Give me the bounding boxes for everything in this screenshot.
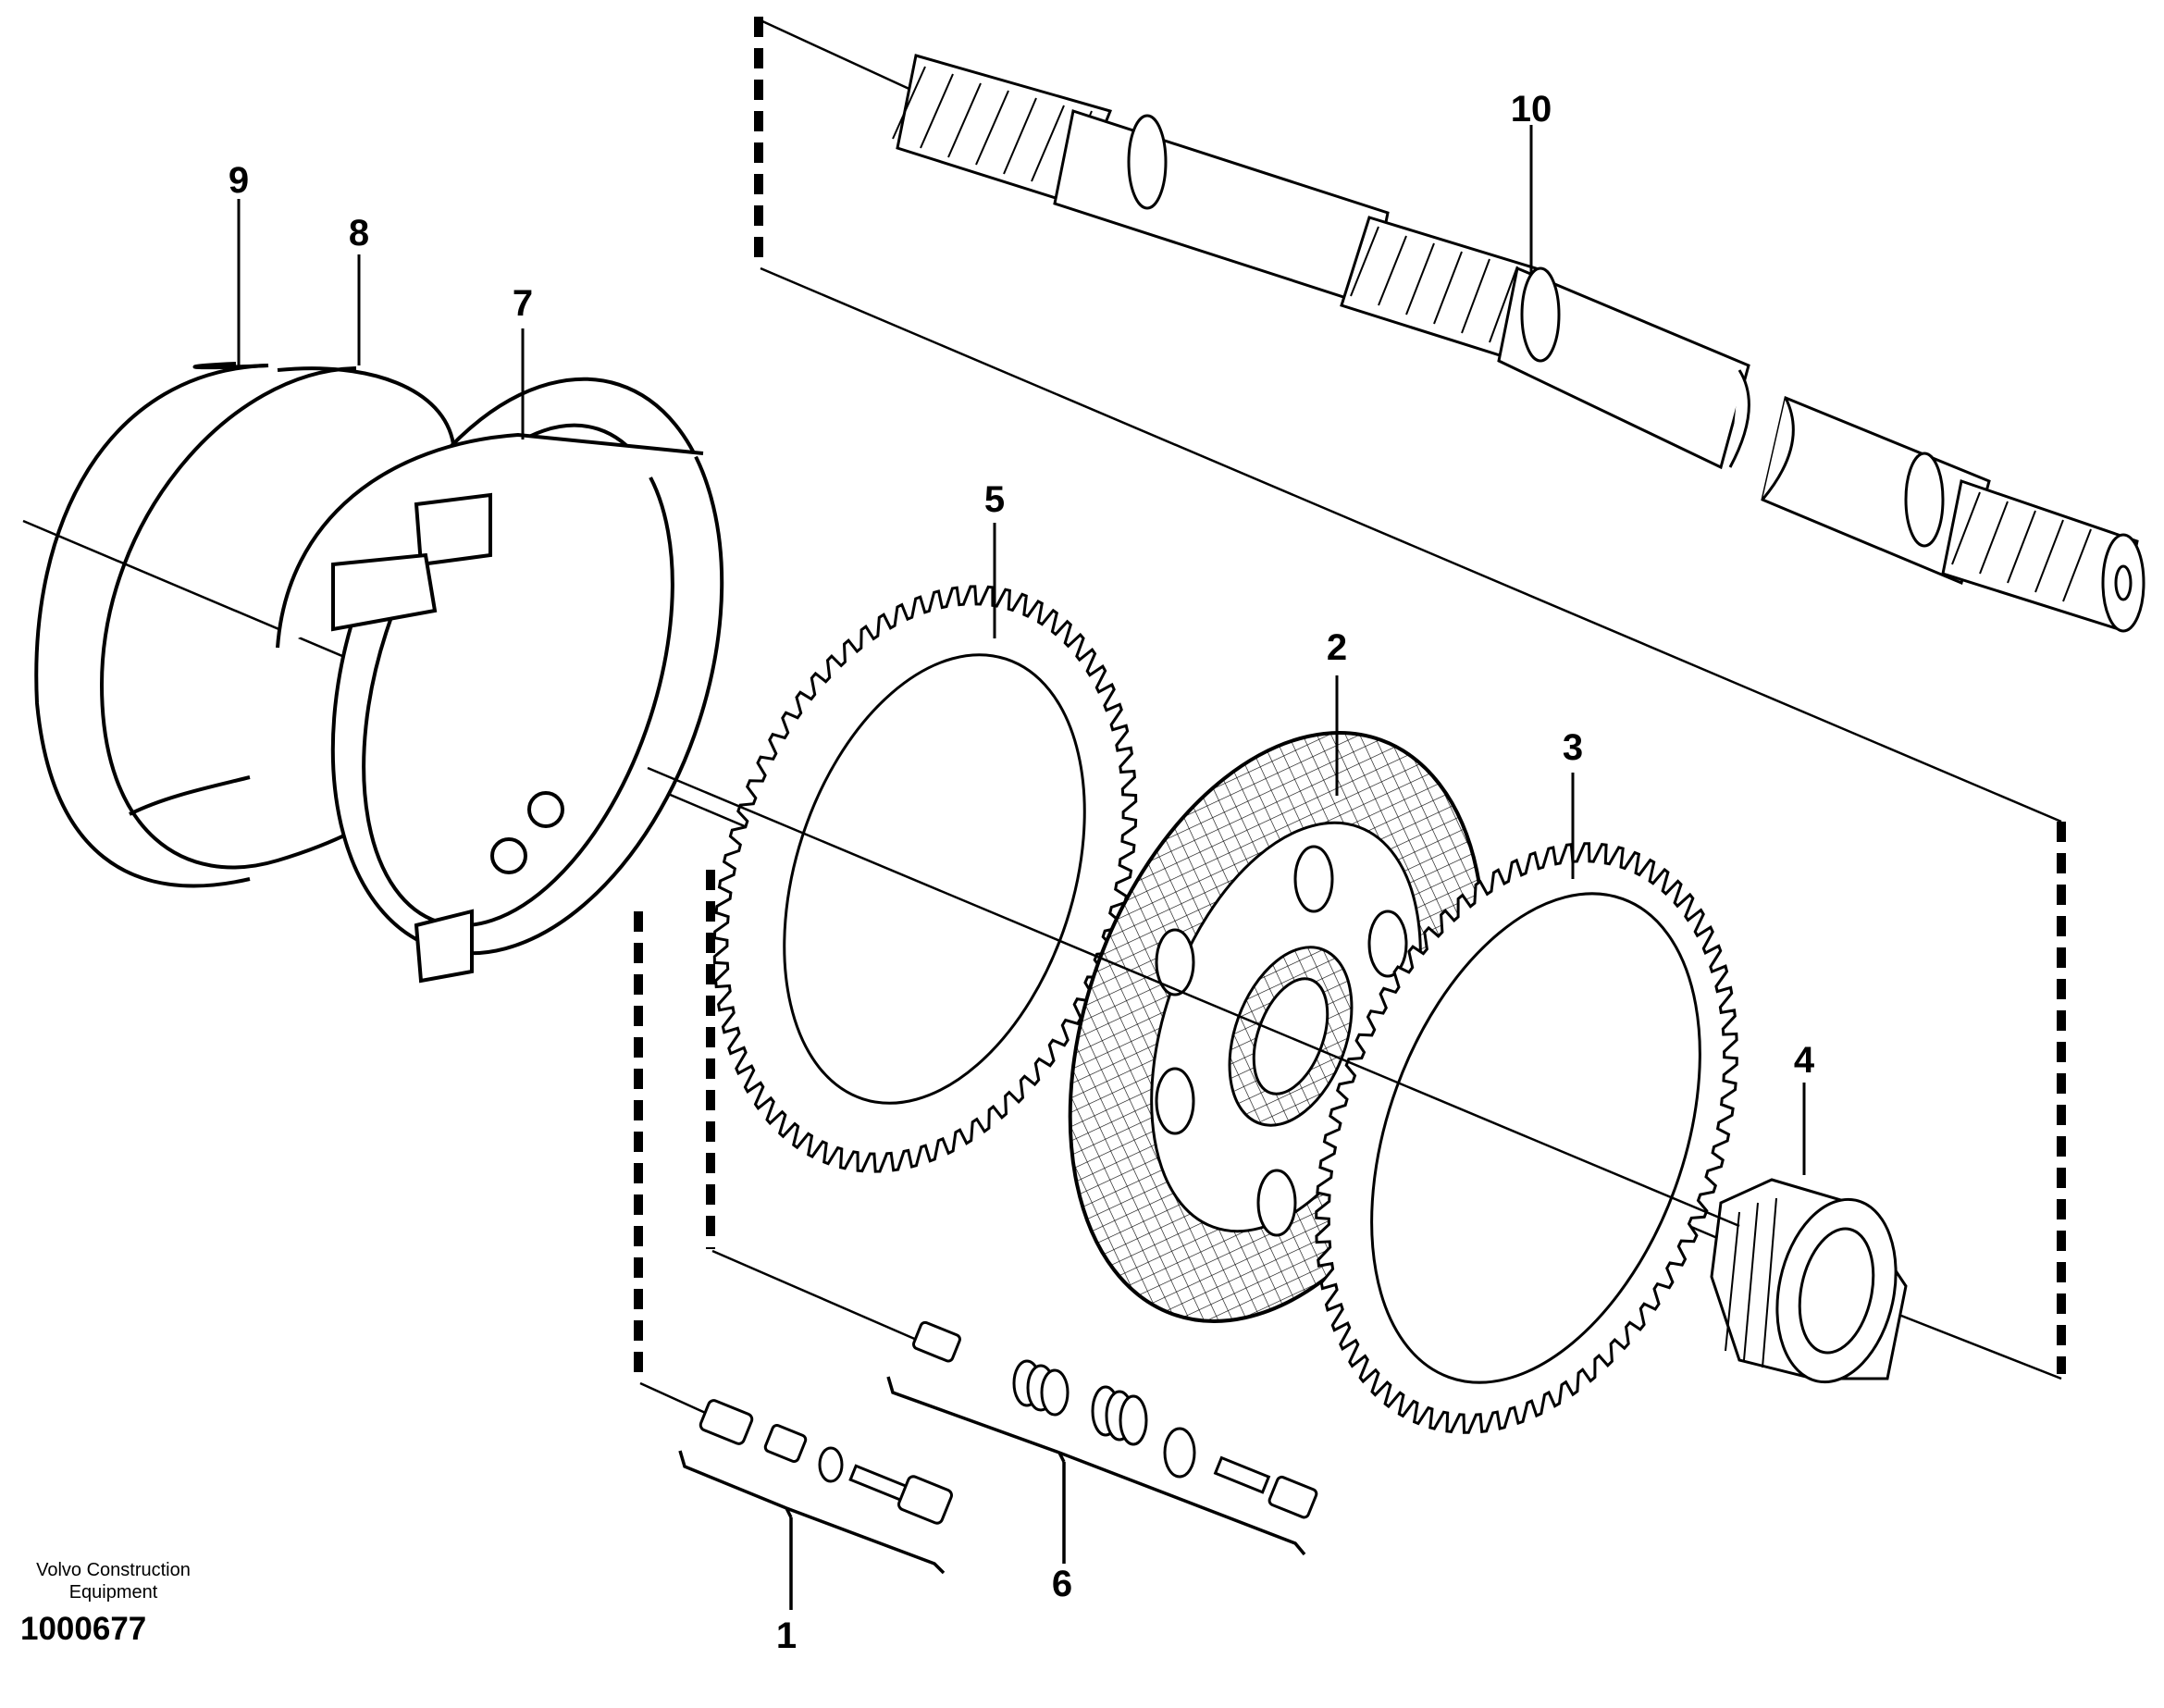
callout-7: 7 (512, 283, 534, 324)
callout-10: 10 (1510, 89, 1552, 130)
callout-4: 4 (1793, 1040, 1815, 1081)
axis-line-over-discs (647, 766, 1740, 1228)
bracket-brace-1 (678, 1450, 946, 1610)
gear-bore (1370, 892, 1701, 1384)
piston-housing-part-7 (276, 377, 724, 984)
company-line-2: Equipment (68, 1582, 158, 1603)
callout-9: 9 (228, 160, 250, 201)
bracket-brace-6 (886, 1376, 1306, 1564)
callout-6: 6 (1051, 1564, 1073, 1604)
callout-3: 3 (1562, 727, 1584, 768)
snap-ring-part-9 (34, 362, 269, 888)
gear-ring-part-3 (1315, 842, 1738, 1434)
company-line-1: Volvo Construction (36, 1560, 191, 1580)
shaft-bracket (754, 17, 2066, 1380)
hub-gear-part-4 (1710, 1178, 1908, 1384)
callout-1: 1 (775, 1615, 798, 1656)
small-parts-group-1 (699, 1399, 953, 1525)
shaft-part-10 (892, 54, 2145, 633)
callout-2: 2 (1326, 627, 1348, 668)
callout-5: 5 (983, 479, 1006, 520)
company-caption: Volvo Construction Equipment (28, 1559, 199, 1603)
callout-8: 8 (348, 213, 370, 254)
leader-lines (237, 125, 1806, 1175)
gear-disc-part-5 (712, 585, 1138, 1173)
lower-bracket-6 (706, 870, 926, 1345)
gear-bore (783, 653, 1086, 1105)
drawing-number: 1000677 (20, 1611, 147, 1647)
small-parts-group-6 (911, 1320, 1318, 1519)
